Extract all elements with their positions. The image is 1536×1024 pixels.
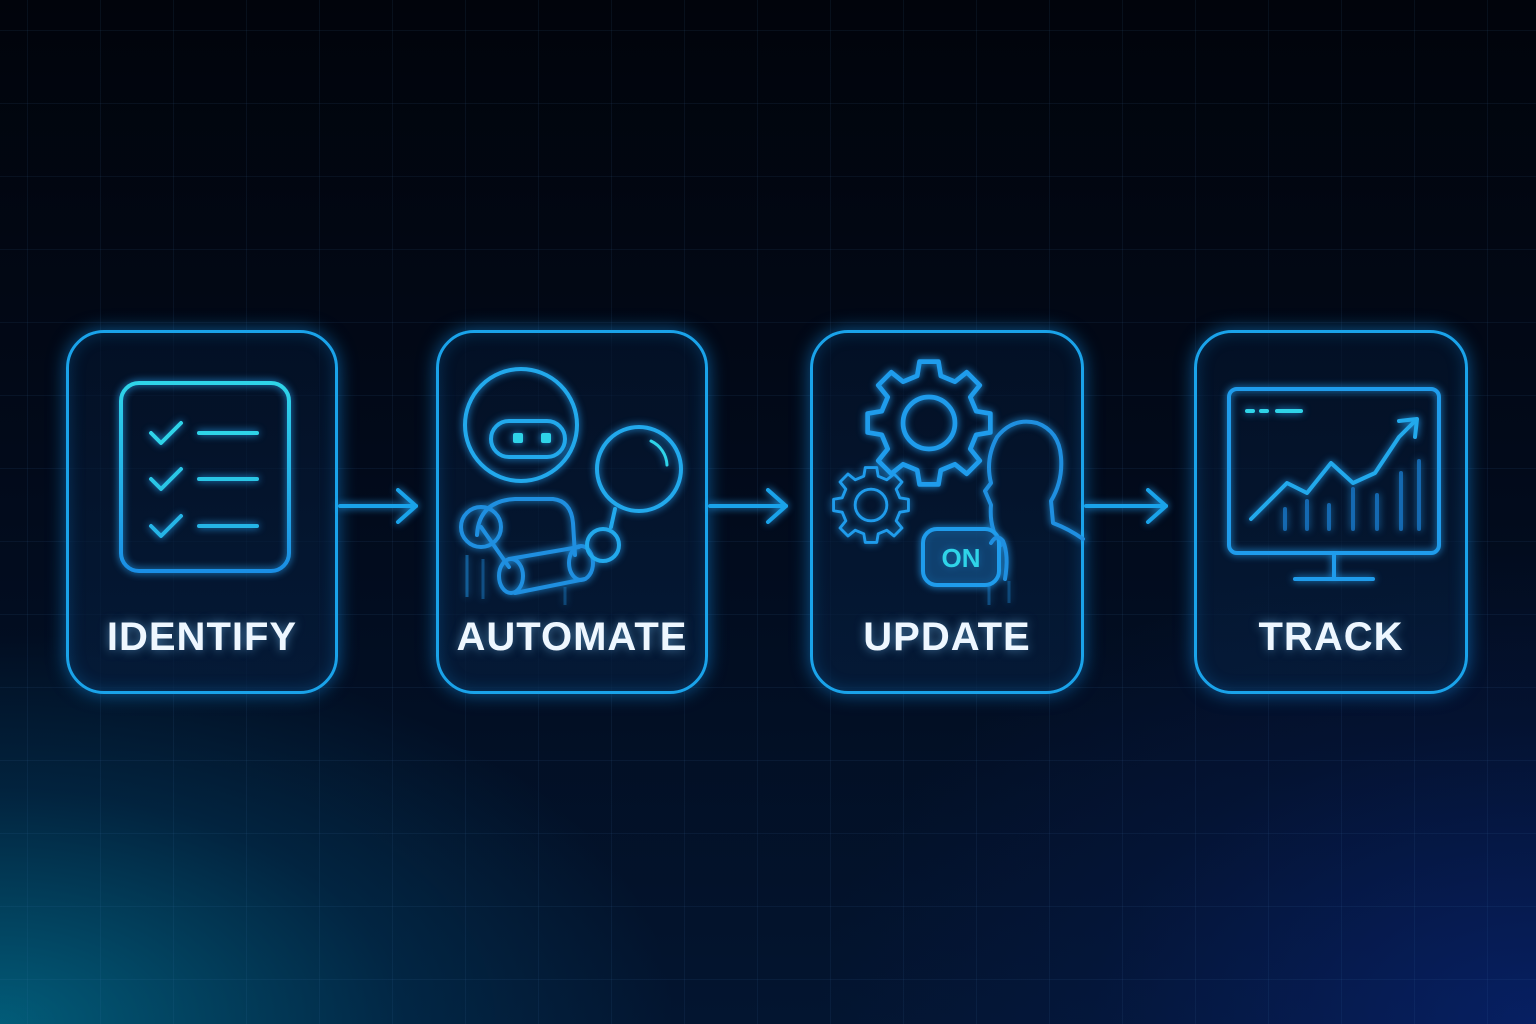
step-label-identify: IDENTIFY [106, 615, 298, 659]
arrow-right-icon [708, 488, 788, 524]
step-card-track: TRACK [1194, 330, 1468, 694]
monitor-chart-icon [1227, 387, 1441, 581]
step-card-identify: IDENTIFY [66, 330, 338, 694]
arrow-right-icon [338, 488, 418, 524]
checklist-icon [119, 381, 291, 573]
arrow-right-icon [1084, 488, 1168, 524]
on-badge-text: ON [942, 543, 981, 573]
step-label-update: UPDATE [863, 615, 1031, 659]
step-label-track: TRACK [1258, 615, 1404, 659]
step-card-update: ON UPDATE [810, 330, 1085, 694]
robot-arm-icon [459, 367, 683, 605]
step-label-automate: AUTOMATE [456, 615, 688, 659]
step-card-automate: AUTOMATE [436, 330, 708, 694]
gears-person-icon: ON [832, 333, 1085, 605]
